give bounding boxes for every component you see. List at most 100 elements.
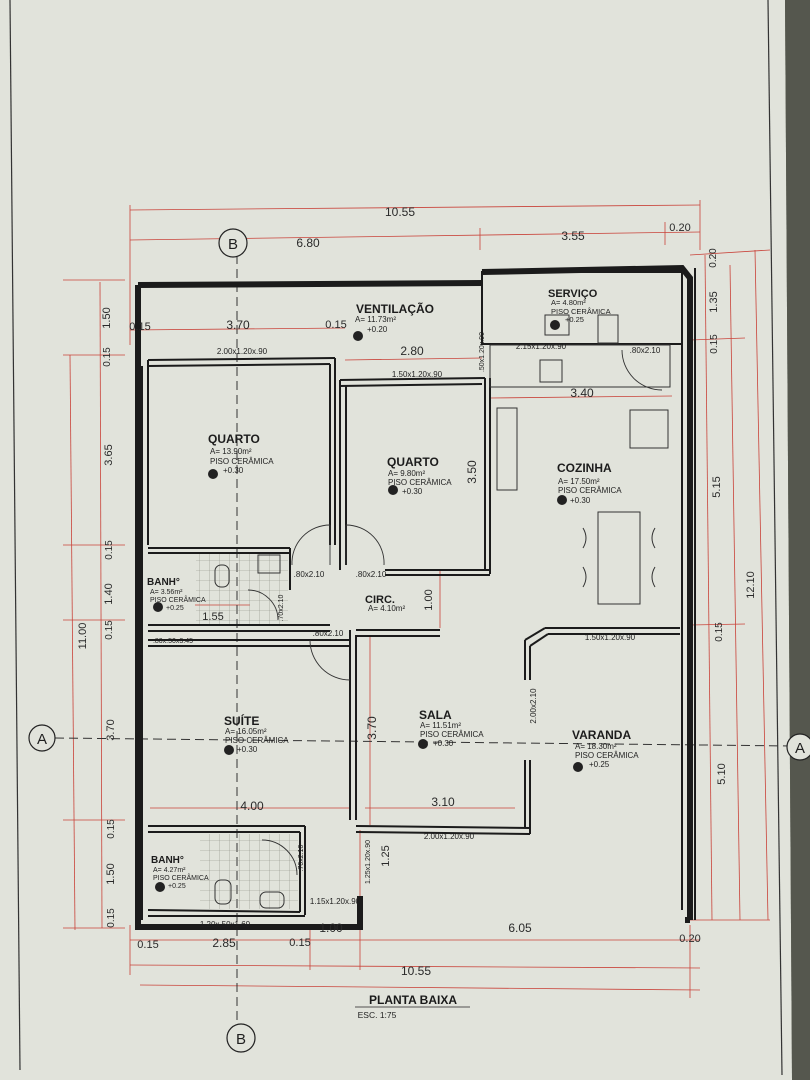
room-circ-name: CIRC. — [365, 594, 395, 606]
dimension-labels: 10.55 6.80 3.55 0.20 0.15 3.70 0.15 2.80… — [77, 205, 757, 978]
room-sala: SALA A= 11.51m² PISO CERÂMICA +0.30 — [419, 708, 484, 748]
sheet-border-right — [767, 0, 783, 1076]
opening-d-quarto1: .80x2.10 — [294, 570, 325, 579]
room-servico: SERVIÇO A= 4.80m² PISO CERÂMICA +0.25 — [548, 288, 611, 324]
room-quarto1-level: +0.30 — [223, 466, 244, 475]
dim-bot-285: 2.85 — [212, 936, 236, 950]
dim-bot-605: 6.05 — [508, 921, 532, 935]
room-quarto2-level: +0.30 — [402, 487, 423, 496]
dim-left-015-b: 0.15 — [104, 540, 115, 560]
dim-left-150: 1.50 — [101, 307, 113, 328]
room-varanda-area: A= 18.30m² — [575, 742, 617, 751]
opening-d-servico: .80x2.10 — [630, 346, 661, 355]
room-ventilacao: VENTILAÇÃO A= 11.73m² +0.20 — [355, 301, 434, 334]
dim-bot-015-a: 0.15 — [137, 939, 158, 951]
door-swings — [247, 349, 663, 876]
drawing-title-scale: ESC. 1:75 — [358, 1010, 397, 1020]
dim-left-150b: 1.50 — [105, 863, 117, 884]
dim-bot-015-b: 0.15 — [289, 937, 310, 949]
dim-left-370: 3.70 — [105, 719, 117, 740]
room-banh2-area: A= 4.27m² — [153, 867, 186, 874]
dim-right-515: 5.15 — [711, 476, 723, 497]
opening-w-quarto2: 1.50x1.20x.90 — [392, 370, 443, 379]
opening-d-banh1: .70x2.10 — [278, 594, 285, 621]
dim-015-b: 0.15 — [325, 319, 346, 331]
fixtures — [214, 314, 671, 909]
room-banh2: BANH° A= 4.27m² PISO CERÂMICA +0.25 — [151, 855, 209, 890]
room-banh1-level: +0.25 — [166, 605, 184, 612]
dim-155: 1.55 — [202, 611, 223, 623]
room-varanda-name: VARANDA — [572, 728, 631, 742]
room-servico-floor: PISO CERÂMICA — [551, 307, 611, 316]
level-markers — [153, 320, 583, 892]
room-sala-level: +0.30 — [433, 739, 454, 748]
room-banh2-floor: PISO CERÂMICA — [153, 873, 209, 882]
opening-w-sala: 2.00x1.20x.90 — [424, 832, 475, 841]
opening-w-banh2: 1.20x.50x1.60 — [200, 920, 251, 929]
room-cozinha-level: +0.30 — [570, 496, 591, 505]
drawing-title: PLANTA BAIXA ESC. 1:75 — [355, 993, 470, 1020]
room-servico-name: SERVIÇO — [548, 288, 598, 300]
opening-d-varanda: 2.00x2.10 — [529, 688, 538, 724]
dim-370: 3.70 — [226, 318, 250, 332]
drawing-title-name: PLANTA BAIXA — [369, 993, 457, 1007]
room-servico-level: +0.25 — [565, 315, 584, 324]
room-circ: CIRC. A= 4.10m² — [365, 594, 405, 613]
section-marker-a-right: A — [786, 733, 810, 761]
room-ventilacao-level: +0.20 — [367, 325, 388, 334]
dim-left-365: 3.65 — [103, 444, 115, 465]
section-marker-b-top: B — [218, 228, 248, 258]
room-quarto1-area: A= 13.90m² — [210, 447, 252, 456]
dim-right-015-a: 0.15 — [709, 334, 720, 354]
room-cozinha-name: COZINHA — [557, 461, 612, 475]
room-quarto1: QUARTO A= 13.90m² PISO CERÂMICA +0.30 — [208, 432, 274, 475]
dim-left-1100: 11.00 — [77, 623, 89, 650]
dim-100: 1.00 — [423, 589, 435, 610]
wall-outlines — [141, 268, 696, 920]
room-suite-floor: PISO CERÂMICA — [225, 736, 289, 745]
room-suite-name: SUÍTE — [224, 713, 259, 728]
opening-w-banh1: .80x.50x3.45 — [153, 638, 193, 645]
dim-370-sala: 3.70 — [365, 716, 379, 740]
dim-right-1210: 12.10 — [745, 571, 757, 599]
opening-w-servico-side: .50x1.20x.90 — [479, 332, 486, 372]
dim-top-wall: 0.20 — [669, 222, 690, 234]
paper — [0, 0, 792, 1080]
room-banh2-level: +0.25 — [168, 883, 186, 890]
dim-top-total: 10.55 — [385, 205, 415, 219]
opening-w-suite: 1.15x1.20x.90 — [310, 897, 361, 906]
dim-125: 1.25 — [380, 845, 392, 866]
room-cozinha-area: A= 17.50m² — [558, 477, 600, 486]
dim-bot-020: 0.20 — [679, 933, 700, 945]
room-banh1: BANH° A= 3.56m² PISO CERÂMICA +0.25 — [147, 577, 206, 612]
room-circ-area: A= 4.10m² — [368, 604, 405, 613]
room-banh1-name: BANH° — [147, 577, 180, 588]
opening-d-banh2: .70x2.10 — [298, 844, 305, 871]
section-b-bottom-label: B — [236, 1031, 246, 1048]
dim-350: 3.50 — [465, 460, 479, 484]
section-a-left-label: A — [37, 731, 47, 748]
dim-left-140: 1.40 — [103, 583, 115, 604]
room-varanda-floor: PISO CERÂMICA — [575, 751, 639, 760]
room-varanda: VARANDA A= 18.30m² PISO CERÂMICA +0.25 — [572, 728, 639, 769]
room-quarto2-name: QUARTO — [387, 455, 439, 469]
room-cozinha-floor: PISO CERÂMICA — [558, 486, 622, 495]
banh1-tile-floor — [196, 554, 288, 624]
room-banh1-floor: PISO CERÂMICA — [150, 595, 206, 604]
room-banh2-name: BANH° — [151, 855, 184, 866]
opening-w-servico: 2.15x1.20x.90 — [516, 342, 567, 351]
section-b-top-label: B — [228, 236, 238, 253]
opening-d-quarto2: .80x2.10 — [356, 570, 387, 579]
dim-left-015-a: 0.15 — [102, 347, 113, 367]
paper-shadow — [785, 0, 810, 1080]
room-sala-area: A= 11.51m² — [420, 721, 461, 730]
dim-right-020: 0.20 — [708, 248, 719, 268]
section-marker-a-left: A — [28, 724, 56, 752]
dim-bot-100: 1.00 — [319, 921, 343, 935]
room-quarto1-floor: PISO CERÂMICA — [210, 457, 274, 466]
opening-w-quarto1: 2.00x1.20x.90 — [217, 347, 268, 356]
dim-015-a: 0.15 — [129, 321, 150, 333]
room-ventilacao-name: VENTILAÇÃO — [356, 301, 434, 316]
room-quarto2-floor: PISO CERÂMICA — [388, 478, 452, 487]
room-quarto2: QUARTO A= 9.80m² PISO CERÂMICA +0.30 — [387, 455, 452, 496]
